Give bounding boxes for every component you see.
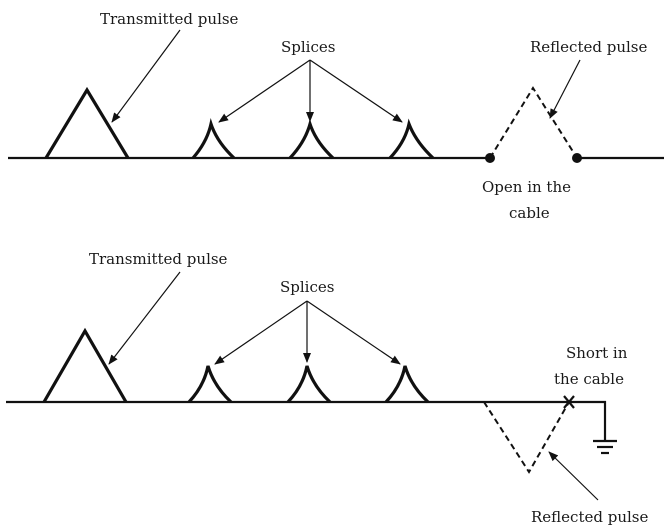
splices-arrow-3 — [306, 300, 401, 365]
open-fault-label-line2: cable — [509, 204, 550, 222]
splice-2 — [288, 118, 335, 160]
splices-arrow-3 — [309, 59, 403, 123]
splice-3 — [384, 365, 430, 404]
open-fault-label-line1: Open in the — [482, 178, 571, 196]
reflected-pulse-label: Reflected pulse — [531, 508, 648, 526]
transmitted-arrow — [108, 271, 181, 365]
splice-3 — [388, 118, 435, 160]
open-end-dot-right — [572, 153, 582, 163]
transmitted-pulse — [42, 327, 128, 403]
splices-arrow-1 — [218, 59, 311, 123]
short-fault-label-line2: the cable — [554, 370, 624, 388]
reflected-pulse — [483, 401, 570, 474]
reflected-arrow — [548, 451, 599, 501]
ground-icon — [593, 439, 617, 455]
splice-2 — [286, 365, 332, 404]
splice-1 — [187, 365, 233, 404]
splices-label: Splices — [280, 278, 334, 296]
transmitted-pulse-label: Transmitted pulse — [89, 250, 228, 268]
transmitted-arrow — [111, 29, 181, 123]
splice-1 — [191, 118, 236, 160]
reflected-pulse — [489, 86, 578, 159]
short-fault-label-line1: Short in — [566, 344, 628, 362]
short-cable-diagram: Transmitted pulse Splices Short in the c… — [6, 250, 648, 526]
splices-label: Splices — [281, 38, 335, 56]
reflected-arrow — [549, 59, 581, 119]
transmitted-pulse-label: Transmitted pulse — [100, 10, 239, 28]
splices-arrow-1 — [214, 300, 308, 365]
transmitted-pulse — [44, 86, 130, 159]
reflected-pulse-label: Reflected pulse — [530, 38, 647, 56]
open-end-dot-left — [485, 153, 495, 163]
open-cable-diagram: Transmitted pulse Splices Reflected puls… — [8, 10, 664, 222]
